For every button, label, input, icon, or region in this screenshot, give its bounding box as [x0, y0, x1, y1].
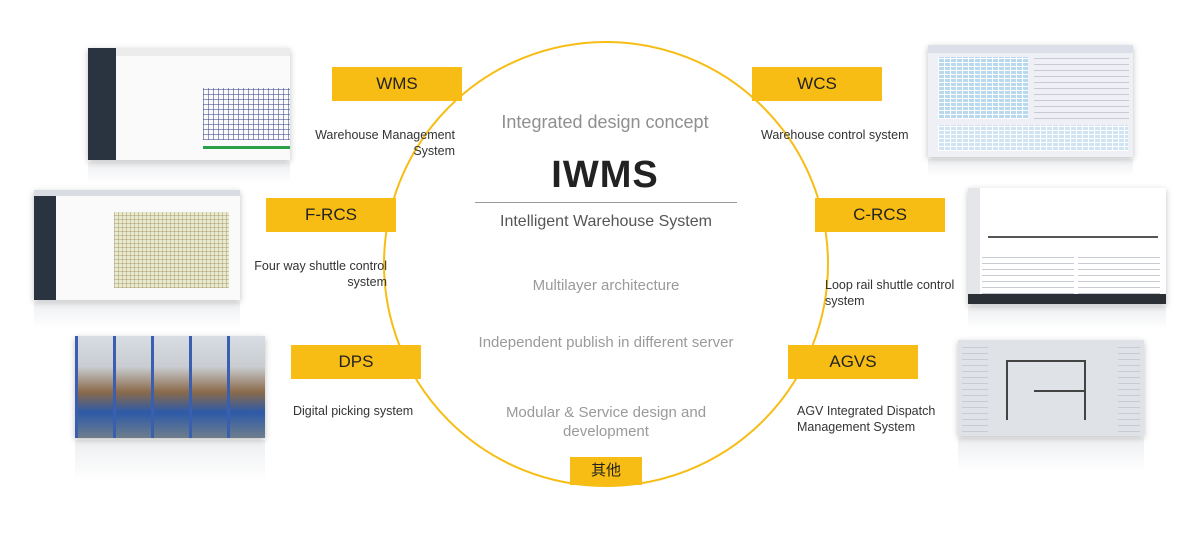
feature-modular-service: Modular & Service design and development: [505, 404, 707, 440]
wms-description: Warehouse Management System: [315, 128, 455, 158]
other-tag: 其他: [570, 457, 642, 485]
dps-description: Digital picking system: [293, 404, 414, 418]
wms-tag: WMS: [332, 67, 462, 101]
page-subtitle: Intelligent Warehouse System: [500, 213, 712, 230]
agvs-tag: AGVS: [788, 345, 918, 379]
frcs-screenshot: [34, 190, 240, 300]
page-title: IWMS: [551, 154, 659, 196]
frcs-tag: F-RCS: [266, 198, 396, 232]
dps-tag: DPS: [291, 345, 421, 379]
feature-independent-publish: Independent publish in different server: [478, 334, 734, 351]
wcs-tag: WCS: [752, 67, 882, 101]
wcs-description: Warehouse control system: [761, 128, 909, 142]
wms-screenshot: [88, 48, 290, 160]
crcs-tag: C-RCS: [815, 198, 945, 232]
agvs-description: AGV Integrated Dispatch Management Syste…: [797, 404, 936, 434]
crcs-screenshot: [968, 188, 1166, 304]
wcs-screenshot: [928, 45, 1133, 157]
concept-heading: Integrated design concept: [501, 112, 709, 132]
agvs-screenshot: [958, 340, 1144, 436]
crcs-description: Loop rail shuttle control system: [825, 278, 955, 308]
feature-multilayer: Multilayer architecture: [532, 277, 680, 294]
dps-photo: [75, 336, 265, 438]
title-divider: [475, 202, 737, 203]
frcs-description: Four way shuttle control system: [254, 259, 387, 289]
